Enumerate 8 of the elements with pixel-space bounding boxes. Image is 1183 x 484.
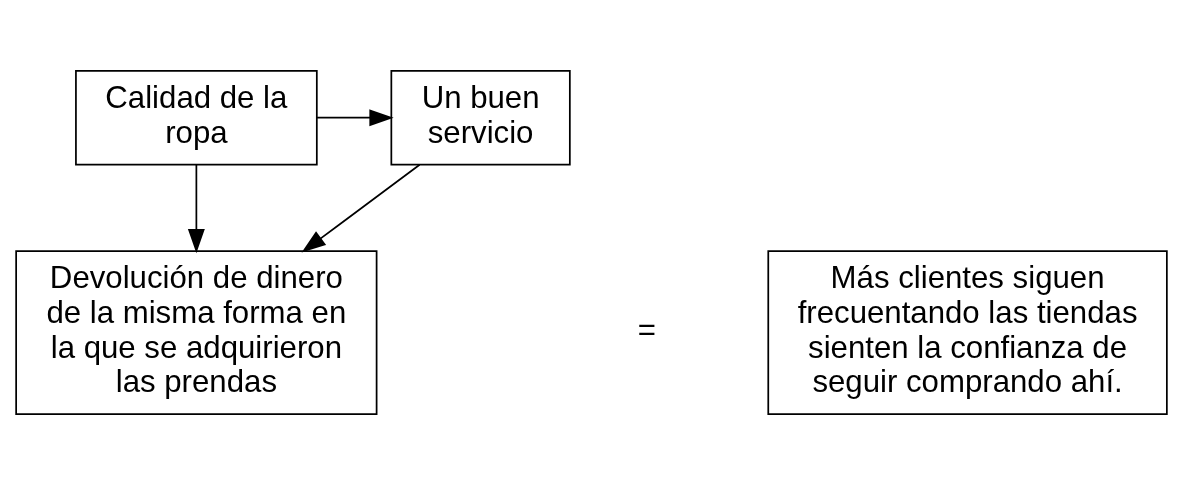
arrow (187, 163, 205, 253)
arrow (315, 108, 394, 126)
arrow (301, 163, 421, 253)
node-box: Un buen servicio (390, 69, 571, 165)
node-box: Calidad de la ropa (75, 69, 318, 165)
node-box: Más clientes siguen frecuentando las tiendas sienten la confianza de seguir comprando ahí. (767, 249, 1168, 415)
node-box: Devolución de dinero de la misma forma en la que se adquirieron las prendas (15, 249, 378, 415)
label: = (637, 311, 657, 347)
